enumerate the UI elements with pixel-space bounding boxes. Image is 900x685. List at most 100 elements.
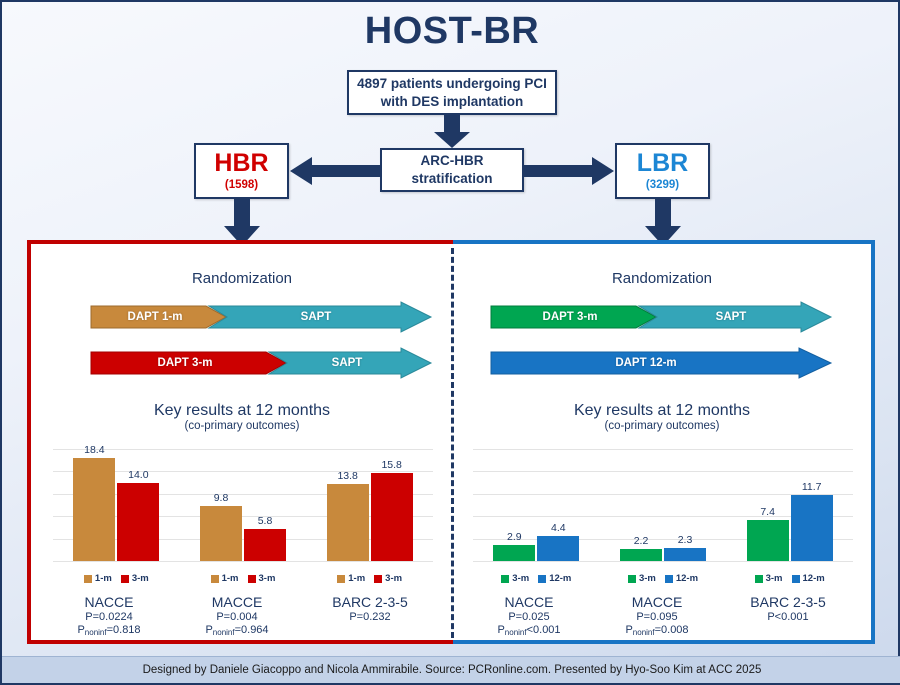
legend-item-3-m: 3-m (120, 573, 149, 584)
hbr-outcome-nacce-name: NACCE (84, 594, 134, 610)
lbr-label: LBR (636, 149, 689, 177)
legend-item-12-m: 12-m (791, 573, 825, 584)
bar-3-m-NACCE (493, 544, 536, 561)
pnoninf-value: <0.001 (526, 624, 561, 636)
bar-value-label: 2.2 (633, 534, 649, 547)
hbr-arm-2-first-label: DAPT 3-m (157, 357, 213, 369)
hbr-outcome-nacce-p: P=0.0224 (85, 611, 133, 623)
population-line-1: 4897 patients undergoing PCI (357, 75, 547, 91)
bar-12-m-NACCE (537, 536, 580, 561)
grid-line (53, 538, 433, 540)
bar-12-m-MACCE (664, 548, 706, 561)
lbr-panel: Randomization DAPT 3-m SAPT DAPT 12-m Ke… (453, 240, 875, 644)
legend-swatch (664, 574, 673, 583)
hbr-arm-2-second-label: SAPT (331, 357, 363, 369)
legend-swatch (210, 574, 219, 583)
bar-value-label: 9.8 (213, 492, 229, 505)
grid-line (473, 471, 853, 473)
bar-3-m-MACCE (244, 528, 286, 561)
bar-1-m-NACCE (73, 457, 116, 561)
legend-swatch (247, 574, 256, 583)
lbr-randomization-label: Randomization (611, 270, 713, 287)
legend-swatch (627, 574, 636, 583)
stratification-line-1: ARC-HBR (420, 153, 484, 169)
legend-item-1-m: 1-m (83, 573, 112, 584)
page-title: HOST-BR (364, 10, 540, 52)
pnoninf-prefix: P (77, 624, 85, 636)
chart-legend: 3-m 12-m (620, 573, 706, 584)
bar-value-label: 2.3 (677, 534, 693, 547)
legend-label: 12-m (549, 573, 572, 584)
legend-item-12-m: 12-m (664, 573, 699, 584)
hbr-panel: Randomization DAPT 1-m SAPT DAPT 3-m SAP… (27, 240, 453, 644)
legend-item-3-m: 3-m (247, 573, 276, 584)
lbr-chart-title: Key results at 12 months (co-primary out… (453, 402, 871, 432)
legend-item-3-m: 3-m (374, 573, 402, 584)
footer-text: Designed by Daniele Giacoppo and Nicola … (142, 664, 762, 676)
legend-label: 3-m (385, 573, 403, 584)
lbr-group-box: LBR (3299) (615, 143, 710, 199)
stratification-line-2: stratification (411, 171, 493, 186)
hbr-chart-title: Key results at 12 months (co-primary out… (31, 402, 453, 432)
lbr-outcome-barc-p: P<0.001 (767, 611, 809, 623)
grid-line (53, 561, 433, 562)
bar-value-label: 7.4 (760, 505, 775, 518)
grid-line (473, 493, 853, 495)
lbr-outcome-barc-name: BARC 2-3-5 (750, 594, 826, 610)
grid-line (473, 538, 853, 540)
legend-label: 3-m (258, 573, 276, 584)
lbr-chart-title-sub: (co-primary outcomes) (604, 420, 720, 432)
left-arrow-icon-hbr (290, 157, 380, 185)
lbr-outcome-macce-name: MACCE (631, 594, 683, 610)
bar-value-label: 13.8 (337, 469, 358, 482)
legend-swatch (120, 574, 129, 583)
pnoninf-prefix: P (625, 624, 633, 636)
down-arrow-icon-hbr-panel (224, 198, 260, 246)
pnoninf-sub: noninf (212, 628, 235, 637)
pnoninf-value: =0.964 (234, 624, 269, 636)
pnoninf-sub: noninf (84, 628, 107, 637)
hbr-chart-title-sub: (co-primary outcomes) (184, 420, 300, 432)
hbr-arm-1-first-label: DAPT 1-m (127, 311, 183, 323)
hbr-outcome-barc-name: BARC 2-3-5 (332, 594, 408, 610)
lbr-outcome-nacce: NACCE P=0.025 Pnoninf<0.001 (469, 594, 589, 637)
bar-value-label: 14.0 (128, 468, 149, 481)
lbr-outcome-nacce-pnoninf: Pnoninf<0.001 (469, 624, 589, 637)
legend-label: 3-m (765, 573, 783, 584)
lbr-outcome-barc: BARC 2-3-5 P<0.001 (723, 594, 853, 623)
pnoninf-value: =0.818 (106, 624, 141, 636)
hbr-arm-2: DAPT 3-m SAPT (90, 347, 433, 379)
legend-item-1-m: 1-m (210, 573, 239, 584)
pnoninf-sub: noninf (504, 628, 527, 637)
bar-group: 18.4 14.0 (73, 444, 160, 561)
lbr-arm-1: DAPT 3-m SAPT (490, 301, 833, 333)
legend-label: 12-m (802, 573, 825, 584)
bar-1-m-BARC-2-3-5 (326, 483, 369, 561)
chart-legend: 1-m 3-m (73, 573, 159, 584)
bar-value-label: 18.4 (84, 443, 105, 456)
grid-line (53, 471, 433, 473)
legend-swatch (374, 574, 383, 583)
legend-item-3-m: 3-m (627, 573, 656, 584)
bar-value-label: 2.9 (507, 530, 522, 543)
hbr-arm-1: DAPT 1-m SAPT (90, 301, 433, 333)
down-arrow-icon-lbr-panel (645, 198, 681, 246)
hbr-outcome-macce-name: MACCE (211, 594, 263, 610)
grid-line (473, 516, 853, 518)
bar-3-m-BARC-2-3-5 (370, 472, 413, 561)
legend-label: 12-m (675, 573, 699, 584)
bar-3-m-BARC-2-3-5 (746, 519, 789, 561)
right-arrow-icon-lbr (524, 157, 614, 185)
lbr-arm-1-first-label: DAPT 3-m (542, 311, 598, 323)
legend-label: 1-m (94, 573, 112, 584)
footer-attribution: Designed by Daniele Giacoppo and Nicola … (2, 656, 900, 683)
grid-line (53, 449, 433, 450)
lbr-outcome-macce-pnoninf: Pnoninf=0.008 (597, 624, 717, 637)
